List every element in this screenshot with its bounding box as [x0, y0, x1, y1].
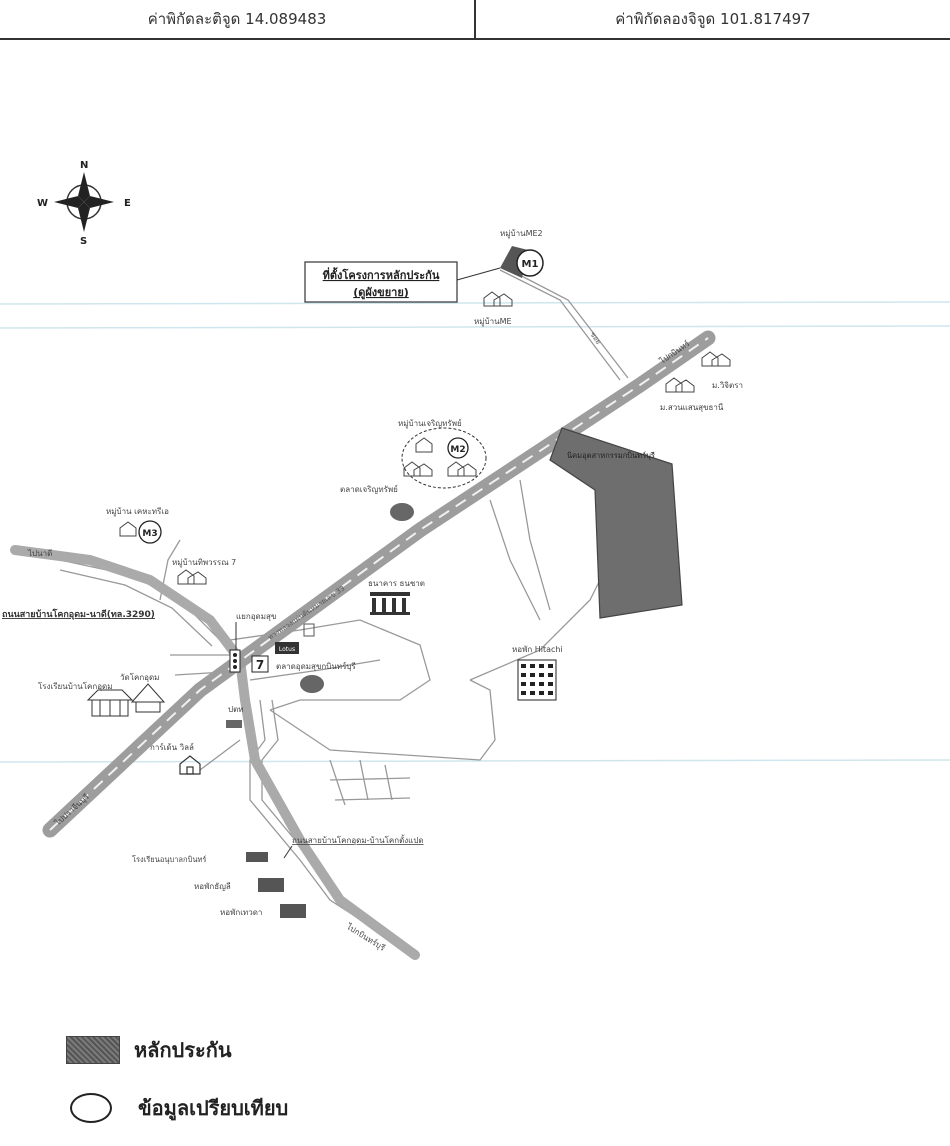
compass-n: N — [80, 160, 88, 171]
junction-label: แยกอุดมสุข — [236, 612, 276, 621]
m2-marker — [447, 437, 469, 459]
seven-eleven-icon — [251, 655, 269, 673]
temple-label: วัดโคกอุดม — [120, 672, 159, 682]
collateral-swatch — [66, 1036, 120, 1064]
house-icon — [177, 569, 207, 585]
project-pointer — [456, 267, 501, 281]
lotus-icon — [275, 642, 299, 654]
legend-collateral-label: หลักประกัน — [134, 1038, 232, 1062]
road-local-label: ถนนสายบ้านโคกอุดม-บ้านโคกตั้งแปด — [292, 834, 424, 845]
house-icon — [403, 461, 433, 477]
highway-33-label: ทางหลวงแผ่นดินหมายเลข 33 — [267, 584, 347, 641]
dorm-hitachi-label: หอพัก Hitachi — [512, 645, 563, 654]
road-local-pointer — [283, 845, 293, 859]
m1-label: M1 — [522, 259, 539, 270]
main-road-3290 — [10, 545, 420, 960]
market-charoensap-label: ตลาดเจริญทรัพย์ — [340, 484, 398, 494]
building-icon — [517, 659, 557, 701]
market-icon — [300, 675, 324, 693]
m2-comparison-circle — [401, 427, 487, 489]
mu-suansaen-label: ม.สวนแสนสุขธานี — [660, 403, 724, 412]
temple-icon — [130, 683, 166, 713]
industrial-estate-area — [549, 427, 683, 619]
compass-s: S — [80, 236, 87, 247]
to-nadi-label: ไปนาดี — [27, 549, 52, 558]
compass-rose-icon: N S W E — [37, 160, 131, 247]
highway-33 — [42, 330, 716, 838]
compass-e: E — [124, 198, 131, 209]
house-icon — [415, 437, 433, 453]
m1-marker — [516, 249, 544, 277]
comparison-circle-icon — [70, 1093, 112, 1123]
school-label: โรงเรียนบ้านโคกอุดม — [38, 681, 113, 691]
project-box-line2: (ดูผังขยาย) — [353, 286, 409, 300]
house-icon — [179, 755, 201, 775]
dorm2-label: หอพักเทวดา — [220, 908, 262, 917]
coordinates-header: ค่าพิกัดละติจูด 14.089483 ค่าพิกัดลองจิจ… — [0, 0, 950, 40]
industrial-estate-label: นิคมอุตสาหกรรมกบินทร์บุรี — [567, 451, 655, 460]
project-location-box — [304, 261, 458, 303]
to-prachin-label: ไปปราจีนบุรี — [53, 792, 92, 828]
latitude-label: ค่าพิกัดละติจูด 14.089483 — [147, 10, 327, 28]
bank-label: ธนาคาร ธนชาต — [368, 579, 425, 588]
village-thipwan-label: หมู่บ้านทิพวรรณ 7 — [172, 558, 236, 568]
legend-comparison-label: ข้อมูลเปรียบเทียบ — [138, 1096, 289, 1120]
house-icon — [447, 461, 477, 477]
village-kheha-label: หมู่บ้าน เคหะทรีเอ — [106, 507, 169, 517]
soi-label: ซอย — [588, 331, 602, 346]
village-me-label: หมู่บ้านME — [474, 317, 512, 327]
market-icon — [390, 503, 414, 521]
location-map: N S W E นิคมอุตสาหกรรมกบินทร์บุรี ที่ตั้… — [0, 160, 950, 960]
road-3290-label: ถนนสายบ้านโคกอุดม-นาดี(ทล.3290) — [2, 608, 155, 620]
post-icon — [226, 720, 242, 728]
school-icon — [86, 689, 134, 717]
legend-row-comparison: ข้อมูลเปรียบเทียบ — [66, 1088, 466, 1128]
house-icon — [665, 377, 695, 393]
shield-icon — [303, 623, 315, 637]
building-icon — [280, 904, 306, 918]
bank-icon — [370, 592, 410, 615]
post-label: ปตท — [228, 705, 244, 714]
seven-eleven-label: 7 — [256, 658, 264, 672]
village-charoensap-label: หมู่บ้านเจริญทรัพย์ — [398, 418, 462, 429]
village-me2-label: หมู่บ้านME2 — [500, 229, 543, 239]
market-udomsuk-label: ตลาดอุดมสุขกบินทร์บุรี — [276, 661, 356, 671]
building-icon — [258, 878, 284, 892]
house-icon — [701, 351, 731, 367]
compass-w: W — [37, 198, 48, 209]
map-legend: หลักประกัน ข้อมูลเปรียบเทียบ — [66, 1030, 466, 1146]
longitude-label: ค่าพิกัดลองจิจูด 101.817497 — [615, 10, 811, 28]
dorm1-label: หอพักธัญลี — [194, 882, 231, 891]
m3-marker — [138, 520, 162, 544]
scan-line — [0, 759, 950, 763]
m2-label: M2 — [450, 445, 465, 455]
scan-line — [0, 325, 950, 329]
header-divider — [474, 0, 476, 38]
house-icon — [483, 291, 513, 307]
project-box-line1: ที่ตั้งโครงการหลักประกัน — [323, 267, 440, 282]
house-icon — [119, 521, 137, 537]
police-label: การ์เด้น วิลล์ — [150, 742, 194, 752]
building-icon — [246, 852, 268, 862]
scan-line — [0, 301, 950, 305]
m3-label: M3 — [142, 529, 157, 539]
legend-row-collateral: หลักประกัน — [66, 1030, 466, 1070]
hospital-label: โรงเรียนอนุบาลกบินทร์ — [132, 855, 206, 864]
lotus-label: Lotus — [279, 646, 295, 653]
mu-wichit-label: ม.วิจิตรา — [712, 381, 743, 390]
